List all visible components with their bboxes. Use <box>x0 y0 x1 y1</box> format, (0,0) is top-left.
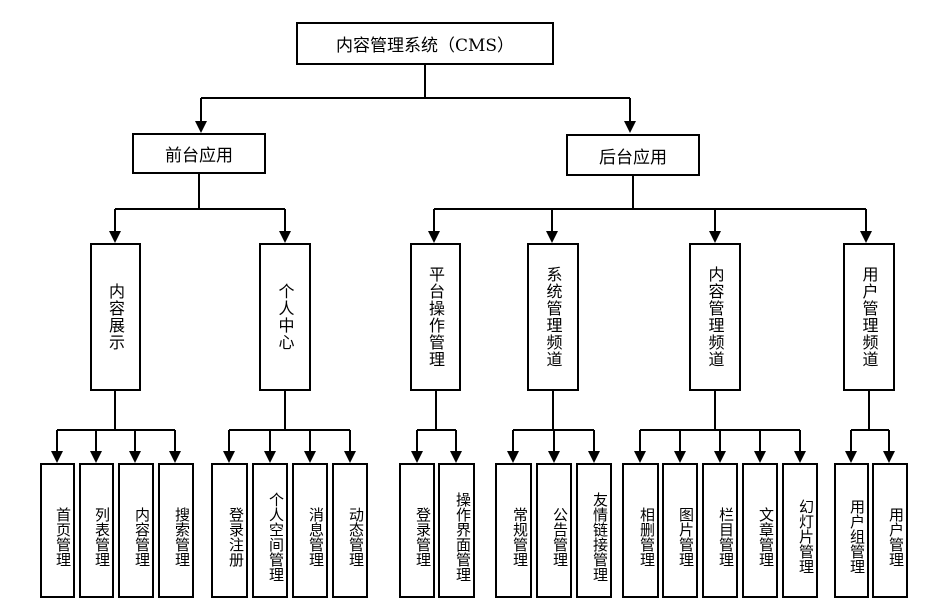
arrowhead <box>794 451 806 463</box>
arrowhead <box>674 451 686 463</box>
leaf-node: 登录管理 <box>399 463 435 598</box>
arrowhead <box>883 451 895 463</box>
leaf-node: 文章管理 <box>742 463 778 598</box>
arrowhead <box>754 451 766 463</box>
leaf-node: 消息管理 <box>292 463 328 598</box>
leaf-node: 搜索管理 <box>158 463 194 598</box>
arrowhead <box>344 451 356 463</box>
arrowhead <box>304 451 316 463</box>
leaf-node: 列表管理 <box>79 463 114 598</box>
leaf-node: 首页管理 <box>40 463 75 598</box>
leaf-node: 登录注册 <box>211 463 248 598</box>
arrowhead <box>195 121 207 133</box>
arrowhead <box>845 451 857 463</box>
leaf-node: 相删管理 <box>622 463 659 598</box>
arrowhead <box>428 231 440 243</box>
arrowhead <box>714 451 726 463</box>
arrowhead <box>51 451 63 463</box>
arrowhead <box>129 451 141 463</box>
arrowhead <box>90 451 102 463</box>
group-user-channel: 用户管理频道 <box>843 243 895 391</box>
group-content-display: 内容展示 <box>90 243 141 391</box>
arrowhead <box>264 451 276 463</box>
leaf-node: 幻灯片管理 <box>782 463 818 598</box>
arrowhead <box>709 231 721 243</box>
arrowhead <box>548 451 560 463</box>
arrowhead <box>223 451 235 463</box>
arrowhead <box>624 121 636 133</box>
arrowhead <box>109 231 121 243</box>
leaf-node: 栏目管理 <box>702 463 738 598</box>
leaf-node: 个人空间管理 <box>252 463 288 598</box>
leaf-node: 内容管理 <box>118 463 154 598</box>
arrowhead <box>169 451 181 463</box>
leaf-node: 用户管理 <box>872 463 908 598</box>
arrowhead <box>588 451 600 463</box>
root-node: 内容管理系统（CMS） <box>296 22 554 65</box>
leaf-node: 友情链接管理 <box>576 463 612 598</box>
group-content-channel: 内容管理频道 <box>689 243 741 391</box>
group-personal-center: 个人中心 <box>259 243 311 391</box>
front-app-node: 前台应用 <box>132 133 266 174</box>
arrowhead <box>634 451 646 463</box>
arrowhead <box>279 231 291 243</box>
arrowhead <box>546 231 558 243</box>
arrowhead <box>860 231 872 243</box>
leaf-node: 公告管理 <box>536 463 572 598</box>
leaf-node: 动态管理 <box>332 463 368 598</box>
arrowhead <box>411 451 423 463</box>
group-system-channel: 系统管理频道 <box>527 243 579 391</box>
arrowhead <box>507 451 519 463</box>
group-platform-ops: 平台操作管理 <box>410 243 461 391</box>
back-app-node: 后台应用 <box>566 134 700 176</box>
leaf-node: 用户组管理 <box>834 463 869 598</box>
leaf-node: 常规管理 <box>495 463 532 598</box>
leaf-node: 图片管理 <box>662 463 698 598</box>
arrowhead <box>450 451 462 463</box>
leaf-node: 操作界面管理 <box>438 463 475 598</box>
